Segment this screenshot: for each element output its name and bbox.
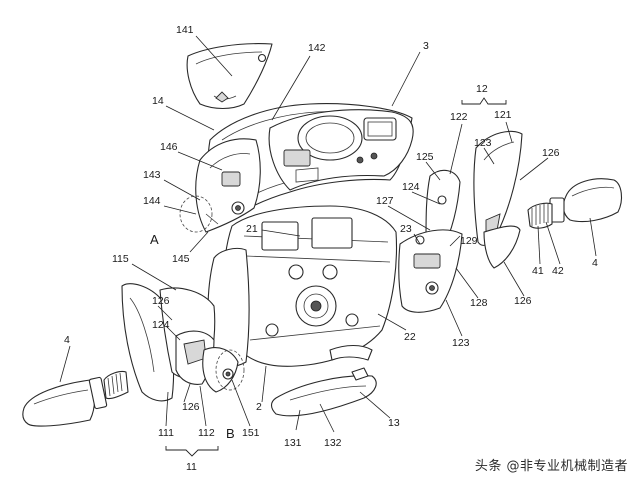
callout-126-right-lower: 126 xyxy=(514,295,532,307)
watermark-text: 头条 @非专业机械制造者 xyxy=(474,459,628,474)
detail-circle-a xyxy=(179,195,213,233)
callout-126-right: 126 xyxy=(542,147,560,159)
callout-124-left: 124 xyxy=(152,319,170,331)
callout-11: 11 xyxy=(186,461,197,473)
part-141-visor xyxy=(186,43,273,110)
callout-123-upper: 123 xyxy=(474,137,492,149)
callout-22: 22 xyxy=(404,331,416,343)
callout-3: 3 xyxy=(423,40,429,52)
callout-12: 12 xyxy=(476,83,488,95)
callout-126-lower: 126 xyxy=(182,401,200,413)
leader-lines xyxy=(59,35,597,433)
part-4-right-turn-signal xyxy=(527,178,623,229)
callout-21: 21 xyxy=(246,223,258,235)
callout-145: 145 xyxy=(172,253,190,265)
callout-151: 151 xyxy=(242,427,260,439)
callout-123-lower: 123 xyxy=(452,337,470,349)
callout-131: 131 xyxy=(284,437,302,449)
callout-132: 132 xyxy=(324,437,342,449)
callout-121: 121 xyxy=(494,109,512,121)
brace-11 xyxy=(165,446,219,457)
detail-circle-b xyxy=(215,349,245,391)
callout-4-right: 4 xyxy=(592,257,598,269)
callout-143: 143 xyxy=(143,169,161,181)
part-2-bracket-frame xyxy=(207,205,398,368)
callout-42: 42 xyxy=(552,265,564,277)
callout-labels: 141 142 3 14 146 143 144 145 21 115 126 … xyxy=(64,24,598,473)
part-115-left-cowl xyxy=(121,283,239,402)
callout-23: 23 xyxy=(400,223,412,235)
callout-127: 127 xyxy=(376,195,394,207)
callout-14: 14 xyxy=(152,95,164,107)
callout-141: 141 xyxy=(176,24,194,36)
callout-13: 13 xyxy=(388,417,400,429)
callout-124-right: 124 xyxy=(402,181,420,193)
callout-41: 41 xyxy=(532,265,544,277)
part-146-left-panel xyxy=(195,138,261,233)
callout-2: 2 xyxy=(256,401,262,413)
callout-4-left: 4 xyxy=(64,334,70,346)
callout-112: 112 xyxy=(198,427,215,439)
detail-label-b: B xyxy=(226,426,235,441)
callout-128: 128 xyxy=(470,297,488,309)
callout-122: 122 xyxy=(450,111,468,123)
callout-111: 111 xyxy=(158,427,174,439)
part-13-lower-fairing xyxy=(270,367,377,417)
callout-125: 125 xyxy=(416,151,434,163)
callout-126-left: 126 xyxy=(152,295,170,307)
detail-label-a: A xyxy=(150,232,159,247)
callout-129: 129 xyxy=(460,235,478,247)
part-12-right-cowl xyxy=(398,130,523,313)
callout-146: 146 xyxy=(160,141,178,153)
callout-115: 115 xyxy=(112,253,129,265)
callout-142: 142 xyxy=(308,42,326,54)
part-3-instrument-cluster xyxy=(268,109,414,191)
brace-12 xyxy=(461,97,507,105)
callout-144: 144 xyxy=(143,195,161,207)
part-4-left-turn-signal xyxy=(22,370,129,427)
